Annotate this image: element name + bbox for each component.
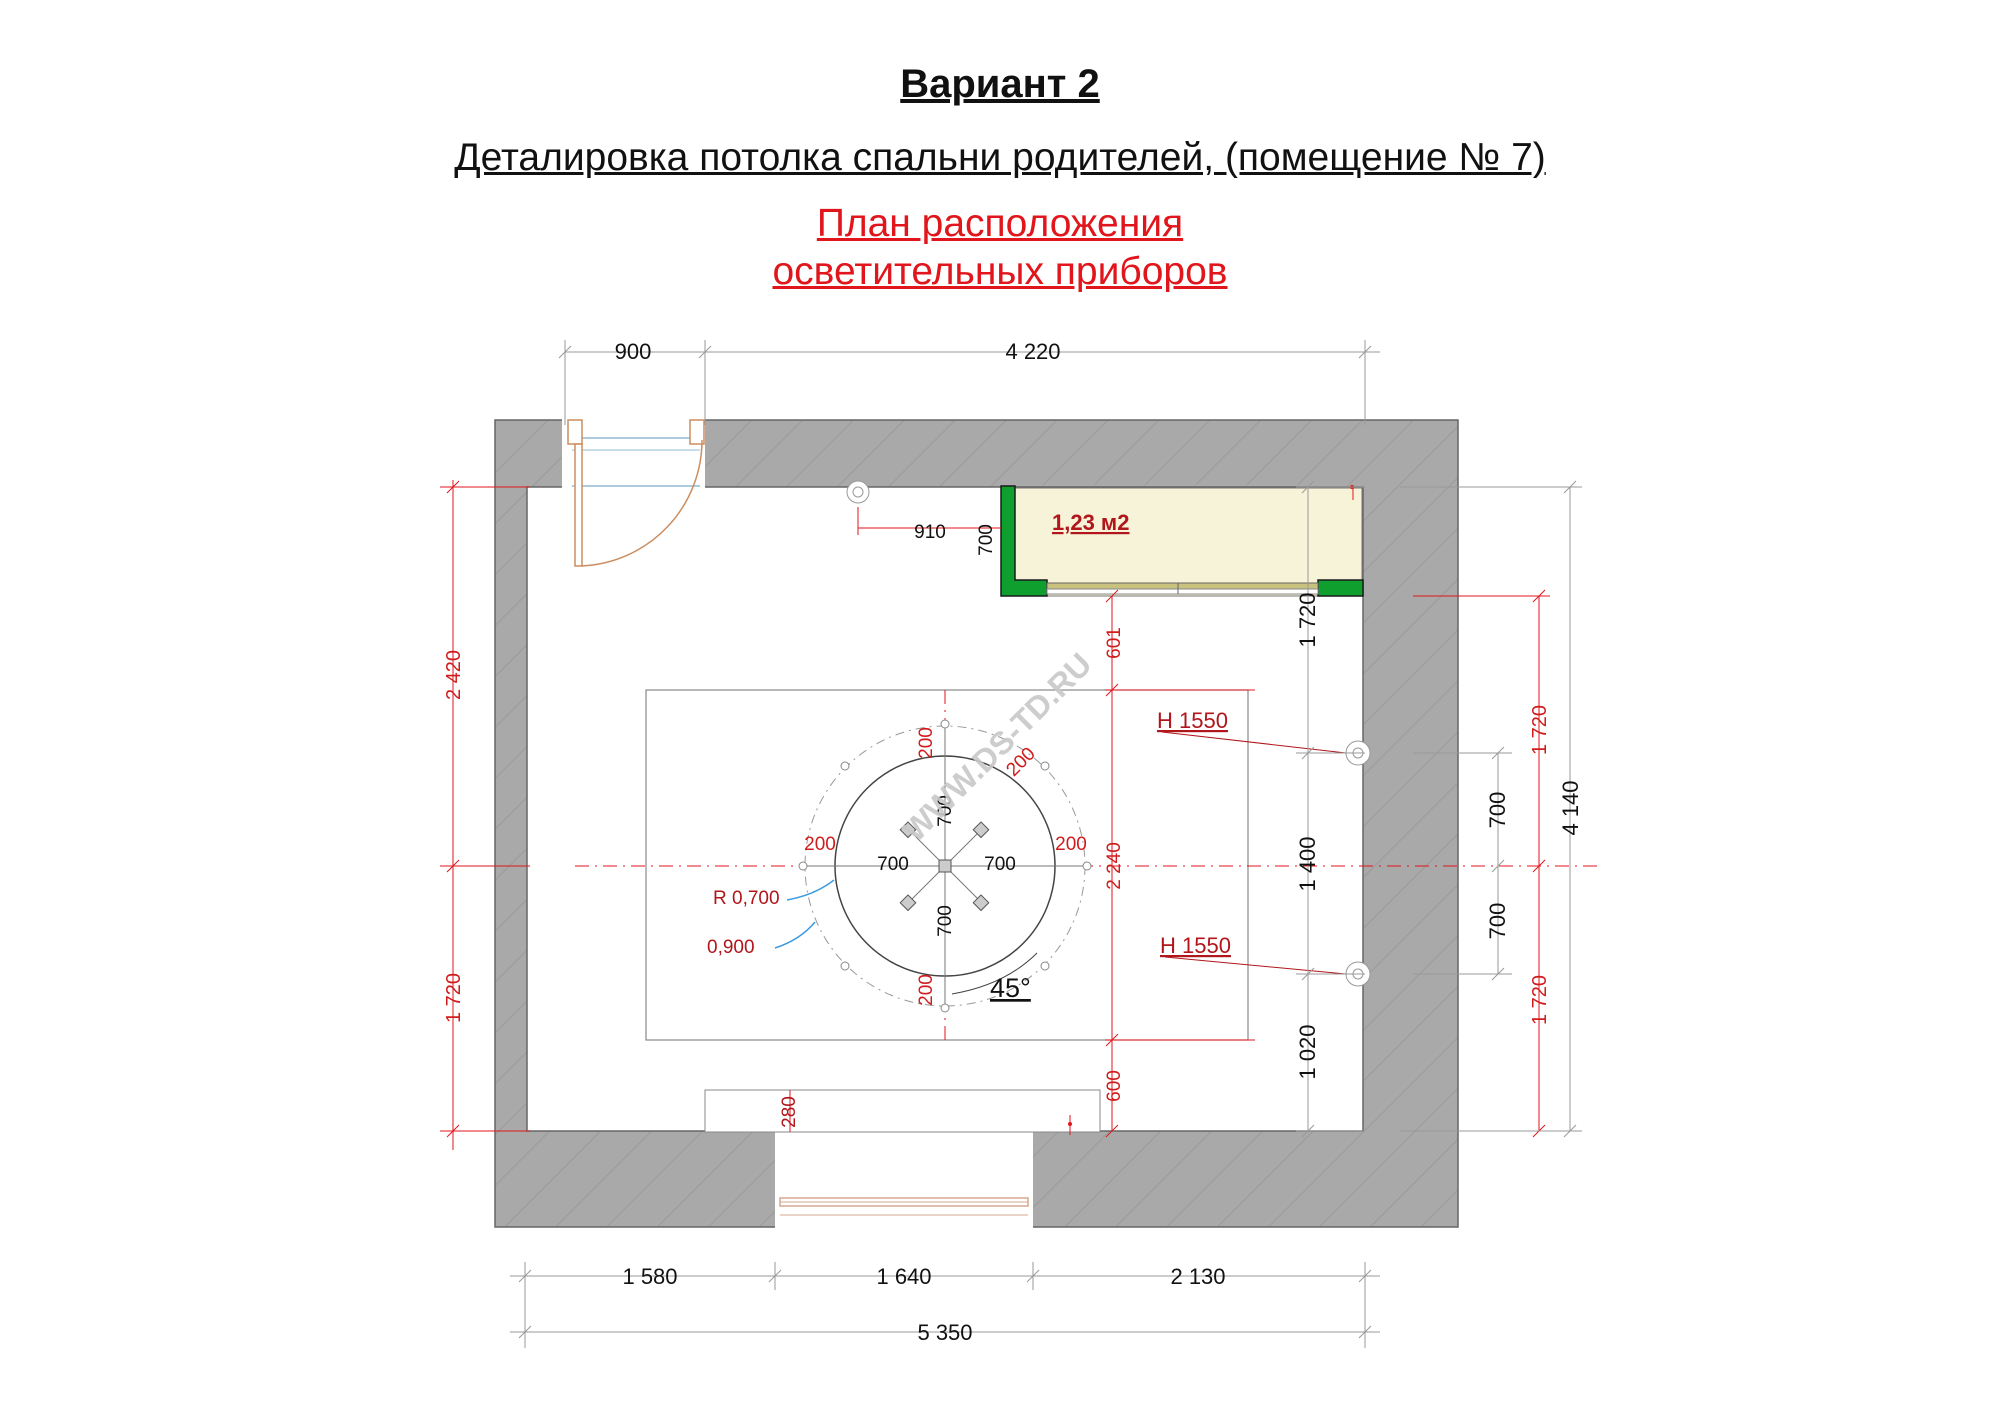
dim-door-width: 900 xyxy=(615,339,652,364)
dim-bottom-window: 1 640 xyxy=(876,1264,931,1289)
label-700-left: 700 xyxy=(877,854,909,875)
wardrobe-area xyxy=(1004,487,1363,597)
dims-right-outer xyxy=(1400,480,1582,1138)
dims-left xyxy=(440,480,530,1150)
dim-outer-700-top: 700 xyxy=(1485,792,1510,829)
door xyxy=(567,419,705,567)
dims-middle xyxy=(1105,589,1255,1138)
label-200-right: 200 xyxy=(1055,834,1087,855)
label-200-bottom: 200 xyxy=(916,974,937,1006)
dim-601: 601 xyxy=(1104,627,1125,659)
label-r-inner: R 0,700 xyxy=(713,888,780,909)
window xyxy=(779,1197,1029,1216)
dim-right-1400: 1 400 xyxy=(1295,836,1320,891)
dim-wardrobe-depth: 700 xyxy=(976,524,997,556)
dim-top-wall: 4 220 xyxy=(1005,339,1060,364)
dim-right-1720: 1 720 xyxy=(1295,592,1320,647)
wardrobe: 1,23 м2 xyxy=(1000,484,1364,597)
label-700-right: 700 xyxy=(984,854,1016,875)
dim-outer-700-bottom: 700 xyxy=(1485,903,1510,940)
dim-total-4140: 4 140 xyxy=(1558,780,1583,835)
dim-bottom-total: 5 350 xyxy=(917,1320,972,1345)
dims-right-inner xyxy=(1296,480,1365,1138)
label-r-outer: 0,900 xyxy=(707,937,755,958)
dim-outer-1720-bottom: 1 720 xyxy=(1529,975,1551,1025)
dim-2240: 2 240 xyxy=(1104,842,1125,890)
dims-top xyxy=(558,340,1380,425)
dims-bottom xyxy=(510,1262,1380,1348)
label-angle: 45° xyxy=(990,973,1031,1003)
radiator: 280 xyxy=(704,1089,1101,1135)
walls xyxy=(494,419,1459,1229)
dim-910: 910 xyxy=(914,522,946,543)
dim-left-lower: 1 720 xyxy=(443,973,465,1023)
dim-600: 600 xyxy=(1104,1070,1125,1102)
wardrobe-area-label: 1,23 м2 xyxy=(1052,510,1129,535)
label-700-up: 700 xyxy=(935,795,956,827)
wardrobe-wall xyxy=(1000,485,1048,597)
page-subtitle: Деталировка потолка спальни родителей, (… xyxy=(454,136,1546,179)
plan-title: План расположения осветительных приборов xyxy=(0,200,2000,296)
dim-bottom-left: 1 580 xyxy=(622,1264,677,1289)
dim-bottom-right: 2 130 xyxy=(1170,1264,1225,1289)
label-200-top: 200 xyxy=(916,727,937,759)
dim-outer-1720-top: 1 720 xyxy=(1529,705,1551,755)
sconce-top-label: H 1550 xyxy=(1157,708,1228,733)
window-opening xyxy=(775,1129,1033,1229)
dim-right-1020: 1 020 xyxy=(1295,1024,1320,1079)
chandelier: 700 700 700 700 200 200 200 200 200 R 0,… xyxy=(707,719,1092,1013)
dim-radiator: 280 xyxy=(779,1096,800,1128)
wall-sconces: H 1550 H 1550 xyxy=(1157,708,1371,987)
label-700-down: 700 xyxy=(935,905,956,937)
sconce-bottom-label: H 1550 xyxy=(1160,933,1231,958)
dim-left-upper: 2 420 xyxy=(443,650,465,700)
page-title: Вариант 2 xyxy=(900,62,1100,106)
door-opening xyxy=(562,419,705,489)
ceiling-lamp: 910 700 xyxy=(846,480,1001,556)
label-200-left: 200 xyxy=(804,834,836,855)
ceiling-panel xyxy=(645,689,1249,1041)
plan-title-line2: осветительных приборов xyxy=(772,250,1228,293)
plan-title-line1: План расположения xyxy=(816,202,1184,245)
